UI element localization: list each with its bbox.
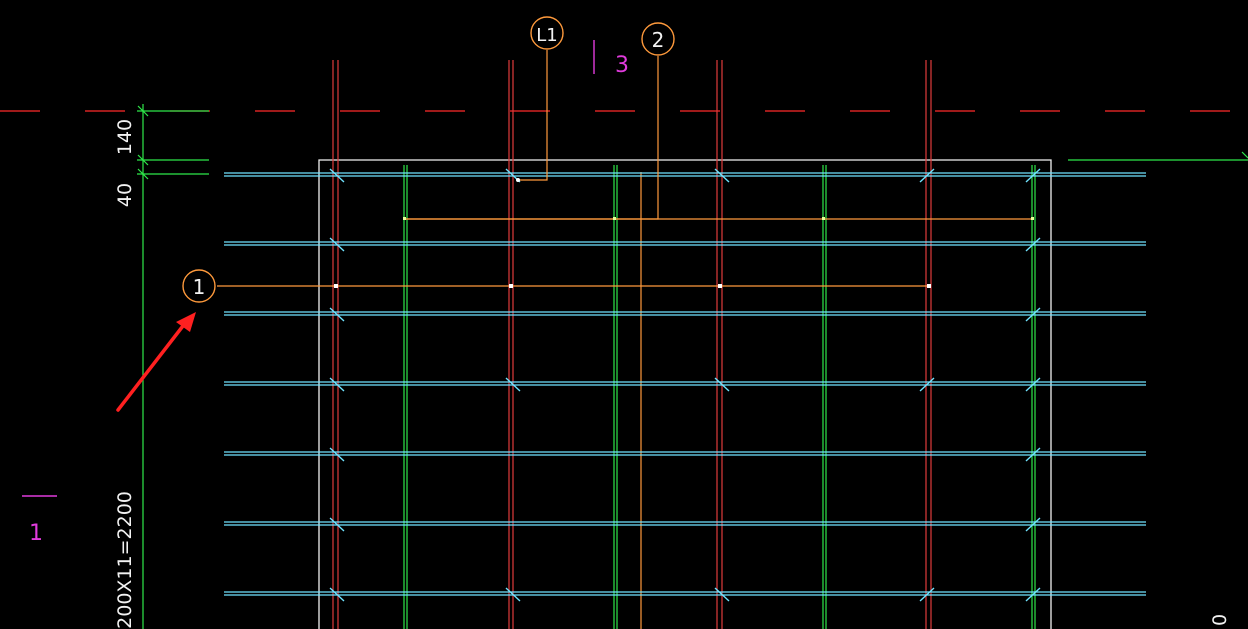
tie-marks bbox=[329, 168, 1041, 602]
callout-L1[interactable]: L1 bbox=[530, 16, 564, 50]
dim-right-edge: 0 bbox=[1209, 614, 1231, 626]
callout-1[interactable]: 1 bbox=[182, 269, 216, 303]
left-dimension bbox=[137, 104, 209, 629]
callout-L1-label: L1 bbox=[536, 25, 557, 46]
slab-outline bbox=[318, 159, 1052, 629]
red-arrow-icon bbox=[116, 312, 196, 412]
callout-2-label: 2 bbox=[652, 28, 665, 52]
leader-1-dots bbox=[334, 284, 931, 288]
leader-2 bbox=[405, 56, 659, 220]
dim-span: 200X11=2200 bbox=[114, 491, 136, 629]
section-mark-left: 1 bbox=[29, 521, 43, 546]
section-mark-top: 3 bbox=[615, 53, 629, 78]
leader-2-dots bbox=[403, 217, 1034, 220]
right-dimension bbox=[1068, 151, 1248, 161]
red-vertical-bars bbox=[332, 60, 932, 629]
dim-40: 40 bbox=[114, 183, 136, 207]
dim-140: 140 bbox=[114, 119, 136, 155]
leader-L1 bbox=[518, 50, 548, 181]
cyan-horizontal-bars bbox=[224, 172, 1146, 596]
callout-2[interactable]: 2 bbox=[641, 22, 675, 56]
green-vertical-bars bbox=[403, 165, 1036, 629]
callout-1-label: 1 bbox=[193, 275, 206, 299]
